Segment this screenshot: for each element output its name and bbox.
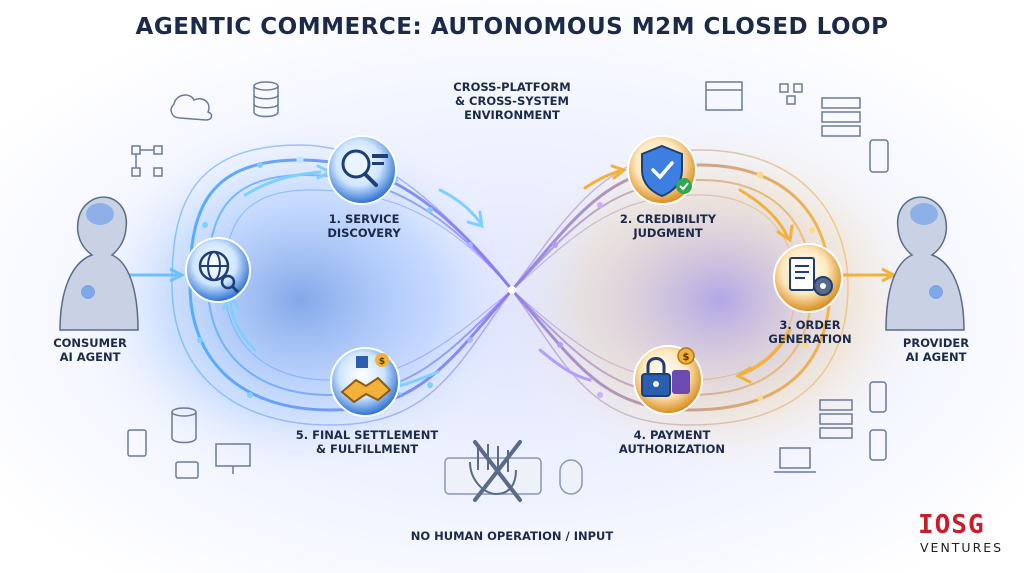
node-service-discovery xyxy=(327,135,397,205)
provider-agent-label: PROVIDER AI AGENT xyxy=(902,336,970,364)
consumer-agent-figure xyxy=(59,196,139,331)
node-order-generation xyxy=(773,243,843,313)
document-gear-icon xyxy=(789,257,833,296)
provider-agent-figure xyxy=(885,196,965,331)
node-globe xyxy=(185,237,251,303)
cloud-icon xyxy=(170,94,213,121)
laptop-icon xyxy=(774,447,816,473)
logo-subtitle: VENTURES xyxy=(920,540,1004,555)
server-icon-2 xyxy=(819,399,853,439)
handshake-icon: $ xyxy=(340,353,392,404)
step-label-order-generation: 3. ORDER GENERATION xyxy=(768,318,852,346)
node-credibility xyxy=(627,135,697,205)
phone-icon-2 xyxy=(869,381,887,413)
diagram-title: AGENTIC COMMERCE: AUTONOMOUS M2M CLOSED … xyxy=(135,14,889,40)
footer-label: NO HUMAN OPERATION / INPUT xyxy=(410,529,614,543)
phone-icon-3 xyxy=(869,429,887,461)
phone-icon xyxy=(869,139,889,173)
iosg-logo: IOSG VENTURES xyxy=(916,510,1024,573)
consumer-agent-label: CONSUMER AI AGENT xyxy=(53,336,127,364)
monitor-icon xyxy=(215,443,251,474)
left-lobe-glow xyxy=(70,110,530,490)
browser-window-icon xyxy=(705,81,743,111)
environment-label: CROSS-PLATFORM & CROSS-SYSTEM ENVIRONMEN… xyxy=(453,80,571,122)
logo-mark: IOSG xyxy=(918,510,985,540)
svg-text:$: $ xyxy=(683,352,690,363)
node-final-settlement: $ xyxy=(330,347,400,417)
agent-links xyxy=(125,267,898,283)
globe-icon xyxy=(198,250,240,294)
step-label-payment: 4. PAYMENT AUTHORIZATION xyxy=(618,428,726,456)
server-rack-icon xyxy=(821,97,861,137)
database-icon xyxy=(253,81,279,118)
step-label-service-discovery: 1. SERVICE DISCOVERY xyxy=(327,212,401,240)
no-human-input-icon xyxy=(444,440,583,502)
shield-check-icon xyxy=(641,144,692,198)
svg-text:$: $ xyxy=(379,357,385,367)
magnifier-icon xyxy=(341,149,388,187)
network-nodes-icon xyxy=(131,145,163,177)
blocks-icon xyxy=(779,83,803,105)
step-label-credibility: 2. CREDIBILITY JUDGMENT xyxy=(619,212,717,240)
node-payment-authorization: $ xyxy=(633,345,703,415)
database-icon-2 xyxy=(171,407,197,444)
peripheral-icons xyxy=(127,81,889,479)
padlock-wallet-icon: $ xyxy=(641,347,695,397)
step-label-final-settlement: 5. FINAL SETTLEMENT & FULFILLMENT xyxy=(295,428,439,456)
tablet-icon xyxy=(127,429,147,457)
radio-icon xyxy=(175,461,199,479)
